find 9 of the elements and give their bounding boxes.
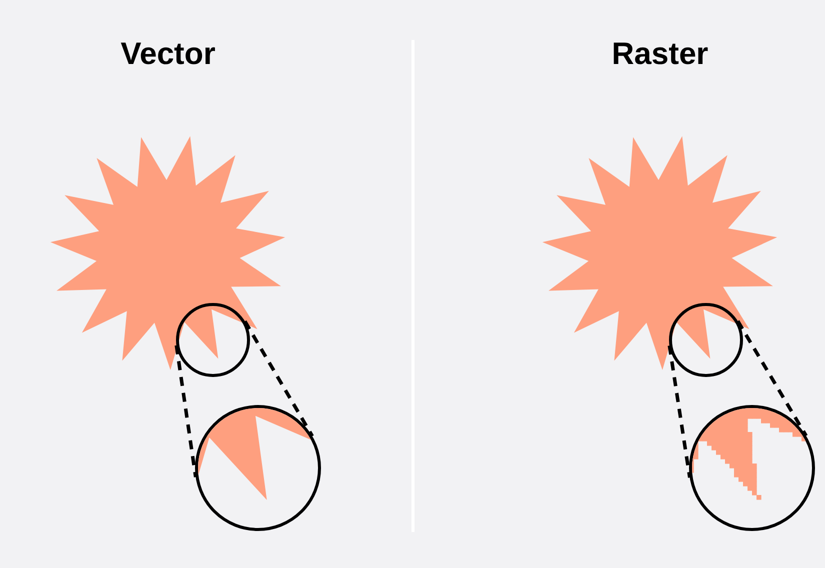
dashed-connector-line: [736, 320, 808, 437]
heading: Vector: [120, 36, 216, 72]
magnified-circle: [195, 405, 321, 531]
dashed-connector-line: [174, 345, 198, 478]
heading: Raster: [612, 36, 708, 72]
magnifier-circle: [669, 303, 743, 377]
magnified-circle: [689, 405, 815, 531]
dashed-connector-line: [668, 345, 692, 478]
dashed-connector-line: [243, 320, 314, 437]
